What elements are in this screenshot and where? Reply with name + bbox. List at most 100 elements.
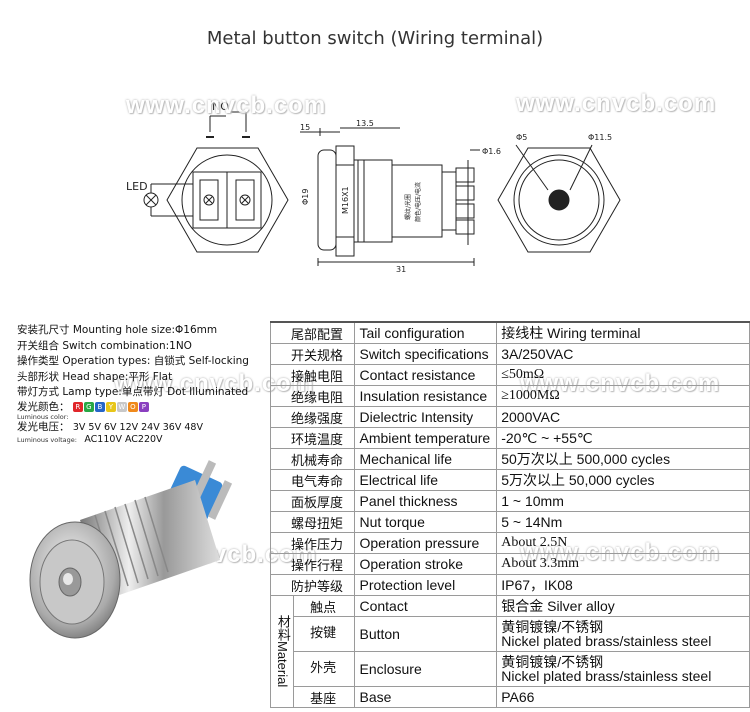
material-en: Base [354, 686, 498, 708]
material-en: Enclosure [354, 651, 498, 687]
spec-value: 5万次以上 50,000 cycles [496, 469, 750, 491]
watermark: www.cnvcb.com [126, 92, 327, 119]
watermark: www.cnvcb.com [516, 90, 717, 117]
spec-value: About 3.3mm [496, 553, 750, 575]
dim-13-5: 13.5 [356, 119, 374, 128]
spec-cn: 绝缘强度 [269, 406, 356, 428]
spec-en: Mechanical life [354, 448, 498, 470]
info-line: 带灯方式 Lamp type:单点带灯 Dot Illuminated [17, 386, 249, 398]
spec-en: Switch specifications [354, 343, 498, 365]
material-label-en: Material [274, 641, 290, 688]
material-value-line: PA66 [501, 689, 535, 705]
spec-en: Operation pressure [354, 532, 498, 554]
spec-value: 接线柱 Wiring terminal [496, 321, 750, 344]
spec-cn: 螺母扭矩 [269, 511, 356, 533]
material-cn: 触点 [292, 595, 356, 617]
material-en: Button [354, 616, 498, 652]
color-swatch: Y [105, 401, 116, 412]
material-value-line: Nickel plated brass/stainless steel [501, 633, 712, 649]
spec-info: 安装孔尺寸 Mounting hole size:Φ16mm 开关组合 Swit… [17, 323, 277, 445]
spec-value: -20℃ ~ +55℃ [496, 427, 750, 449]
material-value-line: 银合金 Silver alloy [501, 598, 615, 614]
color-swatch: B [94, 401, 105, 412]
spec-value: 50万次以上 500,000 cycles [496, 448, 750, 470]
info-line: 头部形状 Head shape:平形 Flat [17, 370, 173, 383]
dim-15: 15 [300, 123, 310, 132]
thread-label: M16X1 [341, 186, 350, 214]
voltage-line-1: 3V 5V 6V 12V 24V 36V 48V [72, 421, 203, 433]
technical-drawing: NO LED 15 13.5 Φ1.6 Φ19 M16X1 螺纹/光圈 颜色/电… [126, 100, 621, 274]
spec-en: Contact resistance [354, 364, 498, 386]
spec-en: Insulation resistance [354, 385, 498, 407]
spec-value: About 2.5N [496, 532, 750, 554]
body-text-2: 颜色/电压/电流 [414, 182, 422, 222]
dim-phi11-5: Φ11.5 [588, 133, 612, 142]
dim-phi5: Φ5 [516, 133, 527, 142]
spec-cn: 尾部配置 [269, 321, 356, 344]
spec-en: Nut torque [354, 511, 498, 533]
spec-cn: 操作行程 [269, 553, 356, 575]
spec-value: 3A/250VAC [496, 343, 750, 365]
dim-31: 31 [396, 265, 406, 274]
material-cn: 按键 [292, 616, 356, 652]
color-swatch: G [83, 401, 94, 412]
spec-en: Tail configuration [354, 321, 498, 344]
color-swatch: P [138, 401, 149, 412]
page-title: Metal button switch (Wiring terminal) [206, 28, 544, 49]
info-line: 安装孔尺寸 Mounting hole size:Φ16mm [17, 324, 218, 336]
product-photo [29, 460, 233, 639]
spec-cn: 电气寿命 [269, 469, 356, 491]
material-value: PA66 [496, 686, 750, 708]
material-label-cn: 材料 [274, 615, 290, 642]
color-swatch: R [72, 401, 83, 412]
material-value-line: Nickel plated brass/stainless steel [501, 668, 712, 684]
side-view [300, 127, 480, 266]
info-line: 操作类型 Operation types: 自锁式 Self-locking [17, 355, 249, 367]
spec-cn: 防护等级 [269, 574, 356, 596]
spec-cn: 绝缘电阻 [269, 385, 356, 407]
material-value-line: 黄铜镀镍/不锈钢 [501, 654, 604, 670]
voltage-line-2: AC110V AC220V [84, 433, 163, 445]
spec-cn: 机械寿命 [269, 448, 356, 470]
spec-cn: 接触电阻 [269, 364, 356, 386]
dim-phi19: Φ19 [301, 189, 310, 205]
spec-value: 2000VAC [496, 406, 750, 428]
spec-value: 5 ~ 14Nm [496, 511, 750, 533]
voltage-label-en: Luminous voltage: [17, 435, 77, 444]
no-label: NO [212, 100, 229, 113]
led-label: LED [126, 180, 148, 193]
material-cn: 外壳 [292, 651, 356, 687]
material-value: 银合金 Silver alloy [496, 595, 750, 617]
material-en: Contact [354, 595, 498, 617]
spec-value: ≥1000MΩ [496, 385, 750, 407]
spec-en: Protection level [354, 574, 498, 596]
spec-en: Operation stroke [354, 553, 498, 575]
spec-cn: 环境温度 [269, 427, 356, 449]
body-text: 螺纹/光圈 [404, 194, 412, 220]
dim-phi1-6: Φ1.6 [482, 147, 501, 156]
spec-value: 1 ~ 10mm [496, 490, 750, 512]
spec-en: Electrical life [354, 469, 498, 491]
spec-cn: 操作压力 [269, 532, 356, 554]
wiring-diagram [143, 111, 289, 253]
color-swatch: O [127, 401, 138, 412]
